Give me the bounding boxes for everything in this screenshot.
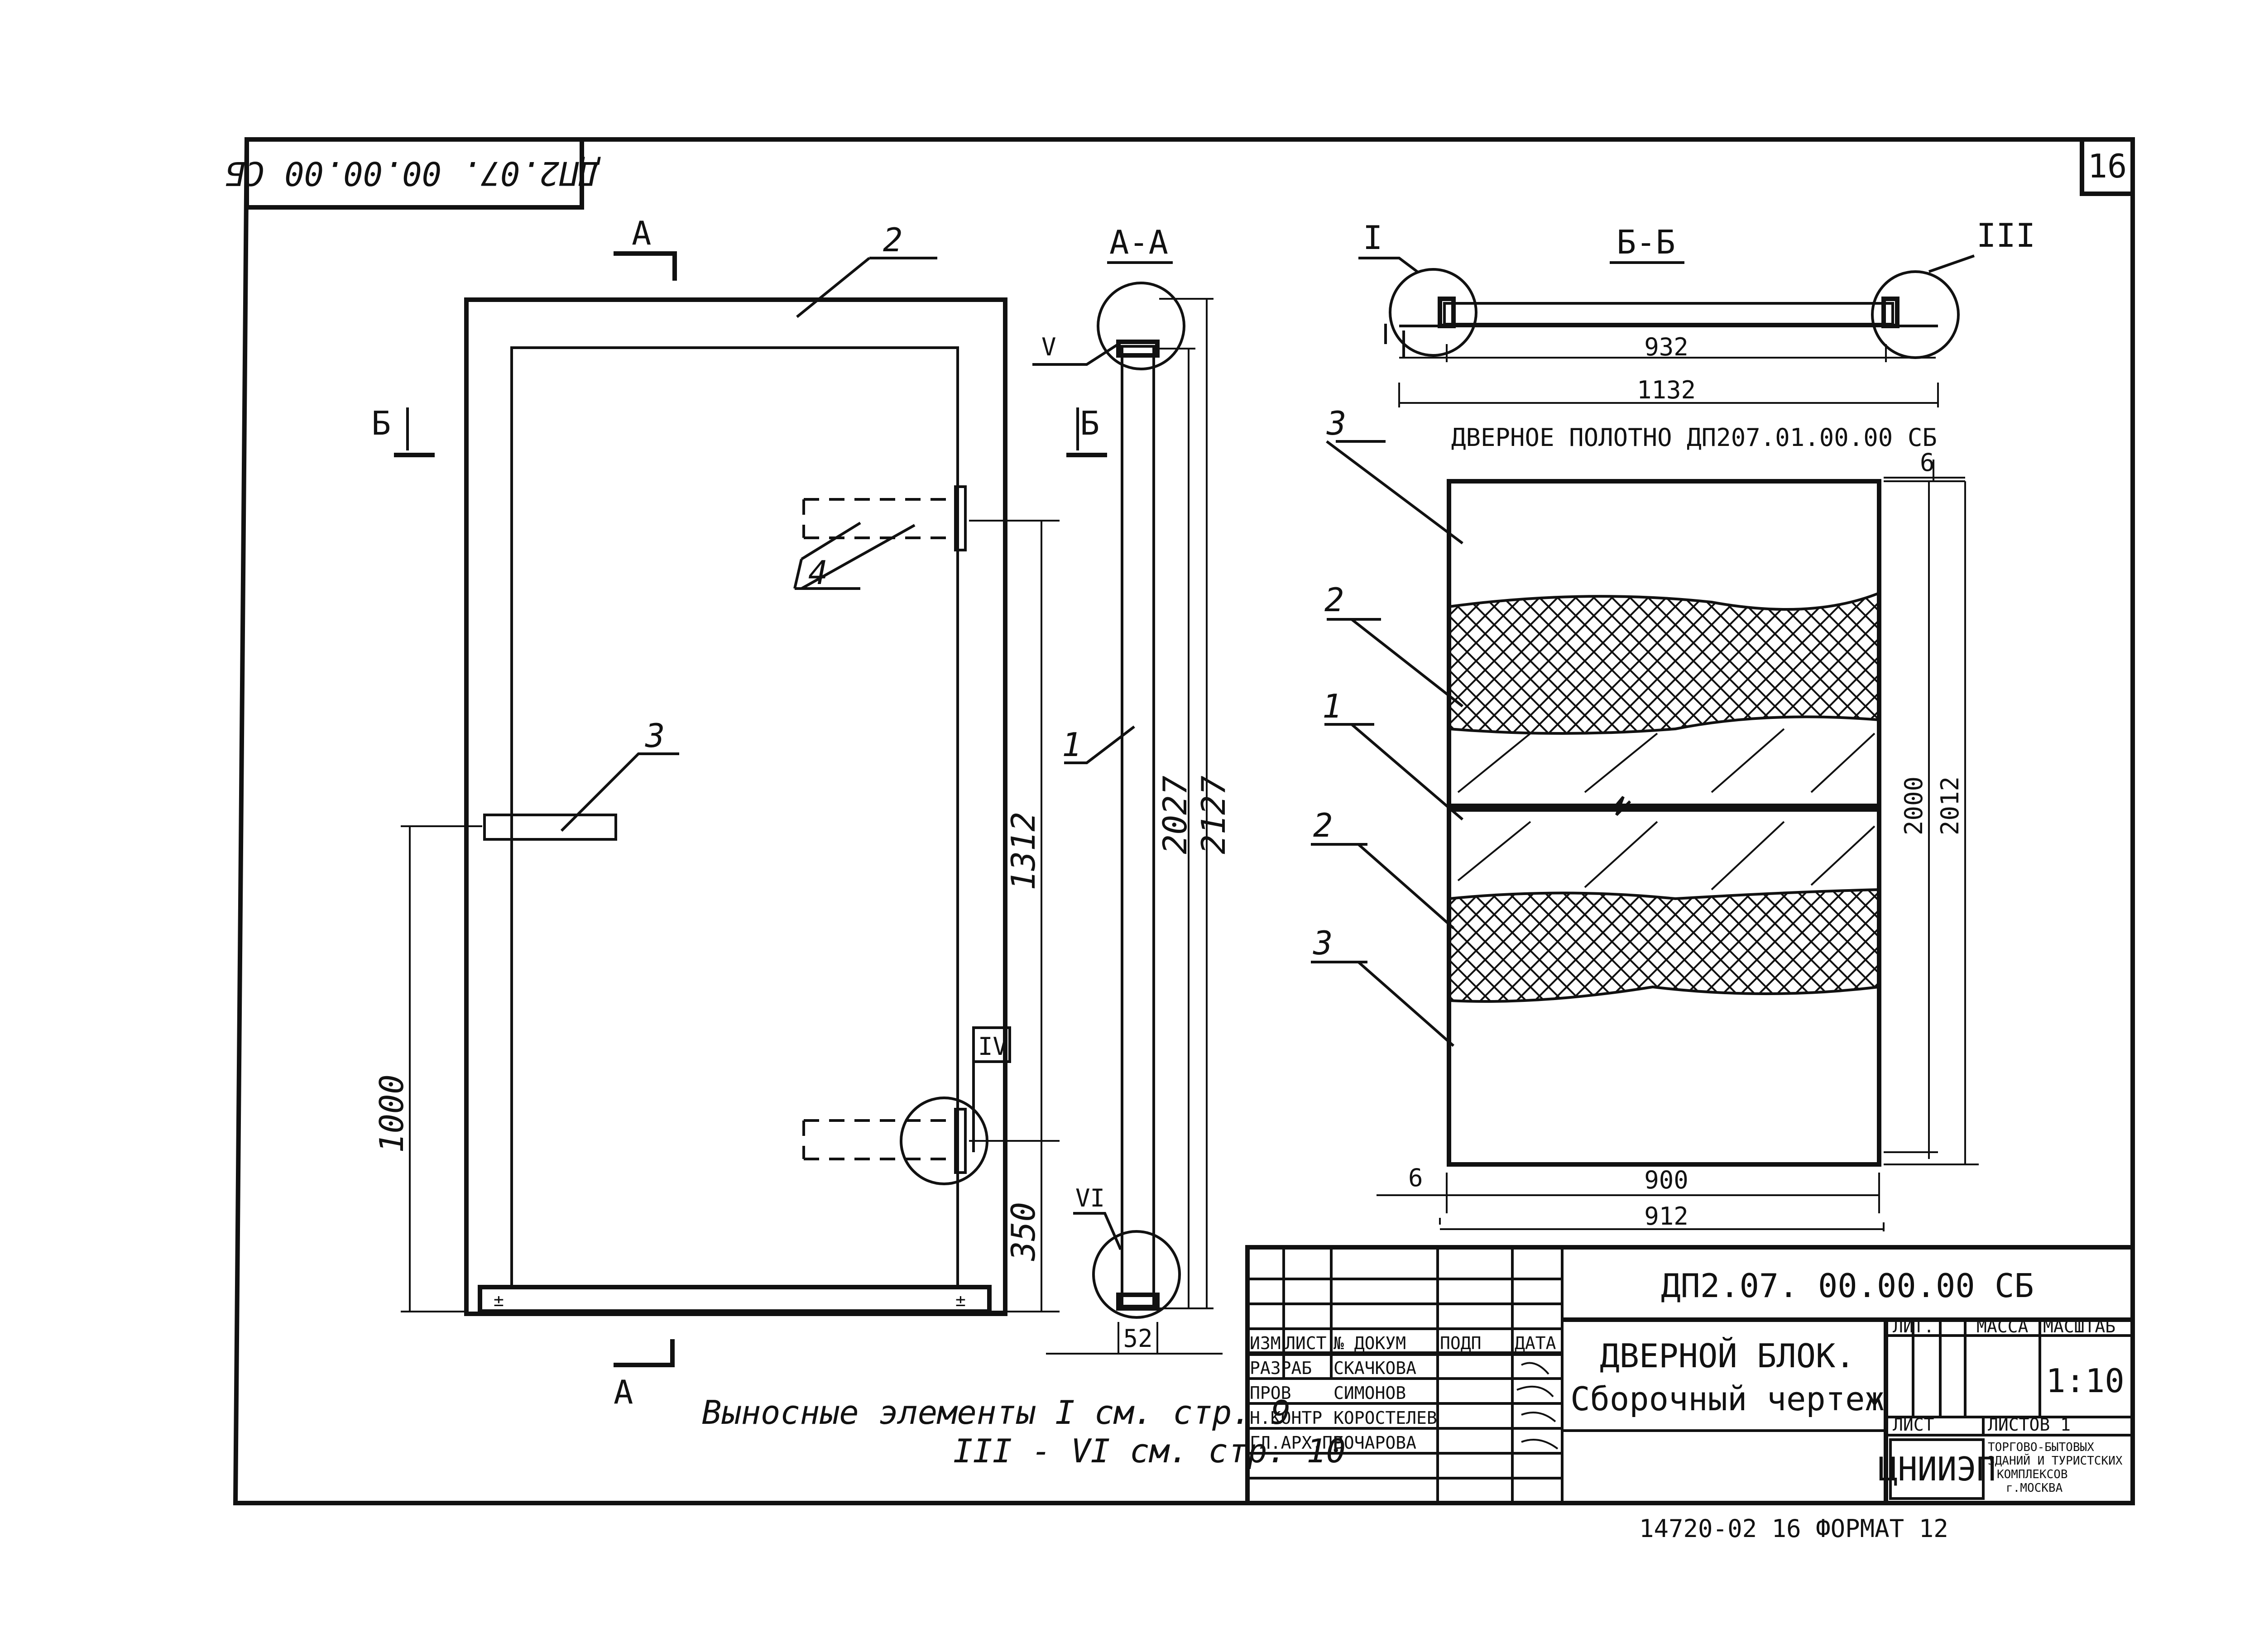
leaf-leaders — [1311, 440, 1463, 1047]
tb-col-list: ЛИСТ — [1285, 1333, 1327, 1353]
sheet-number: 16 — [2088, 147, 2127, 185]
bottom-note: 14720-02 16 ФОРМАТ 12 — [1639, 1514, 1948, 1543]
dim-1132: 1132 — [1637, 376, 1696, 404]
tb-sheets-label: ЛИСТОВ 1 — [1988, 1415, 2071, 1435]
tb-col-sign: ПОДП — [1440, 1333, 1482, 1353]
tb-org-logo: ЦНИИЭП — [1878, 1450, 1996, 1488]
tb-role-1: РАЗРАБ — [1250, 1358, 1312, 1378]
tb-lit-label: ЛИТ. — [1893, 1317, 1934, 1336]
front-dimensions — [401, 520, 1060, 1312]
rotated-doc-code: ДП2.07. 00.00.00 СБ — [225, 154, 601, 192]
section-aa-callout-1: 1 — [1062, 726, 1081, 764]
svg-text:±: ± — [955, 1290, 966, 1310]
dim-6-left: 6 — [1408, 1164, 1423, 1192]
dim-350: 350 — [1004, 1202, 1042, 1261]
tb-col-date: ДАТА — [1515, 1333, 1556, 1353]
tb-col-doc: № ДОКУМ — [1333, 1333, 1406, 1353]
node-iii-label: III — [1976, 216, 2035, 254]
tb-org-line-2: ЗДАНИЙ И ТУРИСТСКИХ — [1988, 1453, 2123, 1468]
svg-text:±: ± — [494, 1290, 504, 1310]
leaf-callout-2-top: 2 — [1324, 581, 1344, 619]
dim-2127: 2127 — [1194, 776, 1233, 854]
leaf-callout-3-bottom: 3 — [1313, 924, 1333, 962]
tb-name-line-2: Сборочный чертеж — [1570, 1380, 1885, 1418]
note-line-2: III - VI см. стр. 10 — [953, 1432, 1346, 1470]
tb-org-line-1: ТОРГОВО-БЫТОВЫХ — [1988, 1441, 2094, 1454]
tb-person-4: БОЧАРОВА — [1333, 1433, 1416, 1453]
tb-role-4: ГЛ.АРХ.ПР — [1250, 1433, 1343, 1453]
tb-org-line-3: КОМПЛЕКСОВ — [1997, 1468, 2068, 1481]
tb-role-3: Н.КОНТР — [1250, 1408, 1322, 1428]
dim-1000: 1000 — [373, 1074, 411, 1153]
cut-a-top-label: А — [632, 214, 651, 252]
dim-52: 52 — [1123, 1324, 1152, 1353]
tb-role-2: ПРОВ — [1250, 1383, 1291, 1403]
tb-col-izm: ИЗМ — [1250, 1333, 1281, 1353]
door-leaf-view — [1447, 479, 1881, 1167]
dim-2000: 2000 — [1899, 776, 1928, 835]
tb-person-1: СКАЧКОВА — [1333, 1358, 1416, 1378]
note-line-1: Выносные элементы I см. стр. 9 — [702, 1393, 1290, 1432]
cut-b-left-label: Б — [371, 404, 391, 442]
tb-scale-label: МАСШТАБ — [2043, 1317, 2115, 1336]
door-front-view: ± ± — [464, 297, 1007, 1316]
tb-scale-value: 1:10 — [2046, 1362, 2124, 1400]
tb-name-line-1: ДВЕРНОЙ БЛОК. — [1600, 1337, 1855, 1375]
title-block — [1245, 1245, 2135, 1505]
dim-2012: 2012 — [1936, 776, 1964, 835]
callout-4-front: 4 — [808, 554, 828, 592]
dim-932: 932 — [1644, 333, 1688, 361]
cut-a-bottom-label: А — [614, 1373, 633, 1411]
tb-org-line-4: г.МОСКВА — [2006, 1481, 2063, 1495]
dim-912: 912 — [1644, 1202, 1688, 1231]
leaf-dimensions — [1377, 460, 1979, 1231]
dim-900: 900 — [1644, 1166, 1688, 1194]
front-leaders — [560, 257, 1011, 1152]
section-aa-title: А-А — [1109, 223, 1168, 261]
leaf-callout-2-bottom: 2 — [1313, 806, 1333, 844]
callout-3-front: 3 — [645, 717, 665, 755]
tb-person-3: КОРОСТЕЛЕВ — [1333, 1408, 1437, 1428]
tb-doc-code: ДП2.07. 00.00.00 СБ — [1661, 1267, 2034, 1305]
section-bb-title: Б-Б — [1616, 223, 1675, 261]
cut-b-right-label: Б — [1080, 404, 1099, 442]
node-i-label: I — [1363, 219, 1382, 257]
dim-1312: 1312 — [1004, 812, 1042, 890]
section-bb-view — [1358, 254, 1975, 407]
node-iv-label: IV — [978, 1032, 1007, 1061]
leaf-callout-1: 1 — [1322, 687, 1342, 725]
node-vi-label: VI — [1075, 1184, 1105, 1212]
cut-markers — [394, 251, 1107, 1367]
dim-6-top: 6 — [1920, 448, 1935, 477]
callout-2-front: 2 — [883, 221, 902, 259]
node-v-label: V — [1041, 333, 1056, 361]
tb-mass-label: МАССА — [1976, 1317, 2029, 1336]
tb-sheet-label: ЛИСТ — [1893, 1415, 1934, 1435]
leaf-title: ДВЕРНОЕ ПОЛОТНО ДП207.01.00.00 СБ — [1451, 423, 1937, 452]
dim-2027: 2027 — [1156, 776, 1194, 854]
leaf-callout-3-top: 3 — [1326, 404, 1346, 442]
tb-person-2: СИМОНОВ — [1333, 1383, 1406, 1403]
section-aa-view — [1032, 282, 1223, 1355]
